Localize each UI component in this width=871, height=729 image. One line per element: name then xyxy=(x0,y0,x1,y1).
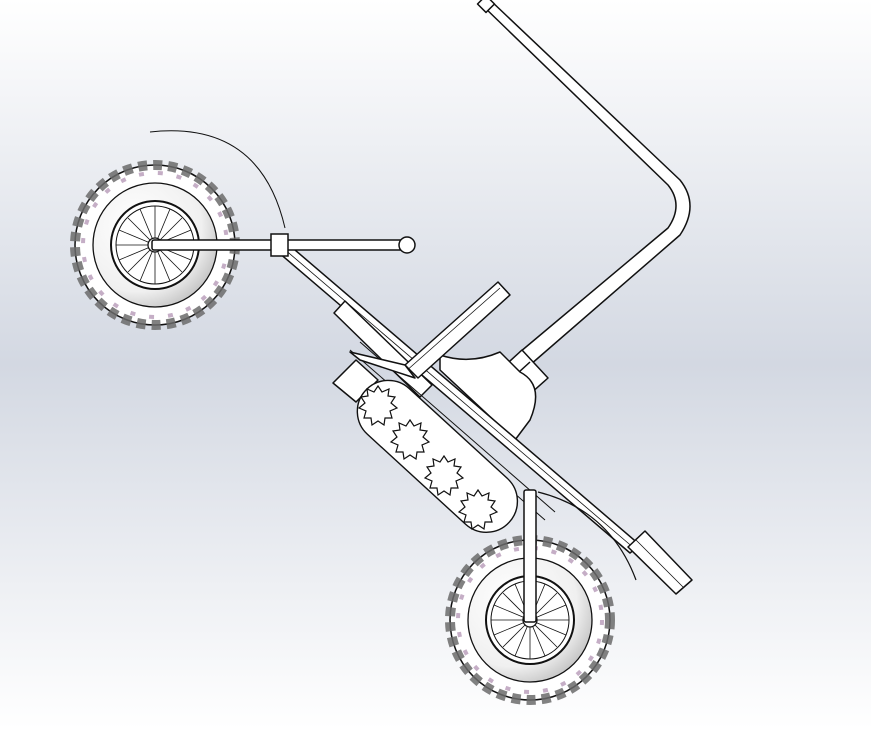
gear-icon xyxy=(423,454,465,497)
fork[interactable] xyxy=(523,489,637,623)
bracket[interactable] xyxy=(349,281,511,379)
gear-icon xyxy=(457,488,499,531)
gear-icon xyxy=(389,418,431,461)
gear-icon xyxy=(357,384,399,427)
swing-arm[interactable] xyxy=(149,130,416,257)
handle-bar[interactable] xyxy=(439,0,691,441)
gear-track[interactable] xyxy=(345,368,531,545)
